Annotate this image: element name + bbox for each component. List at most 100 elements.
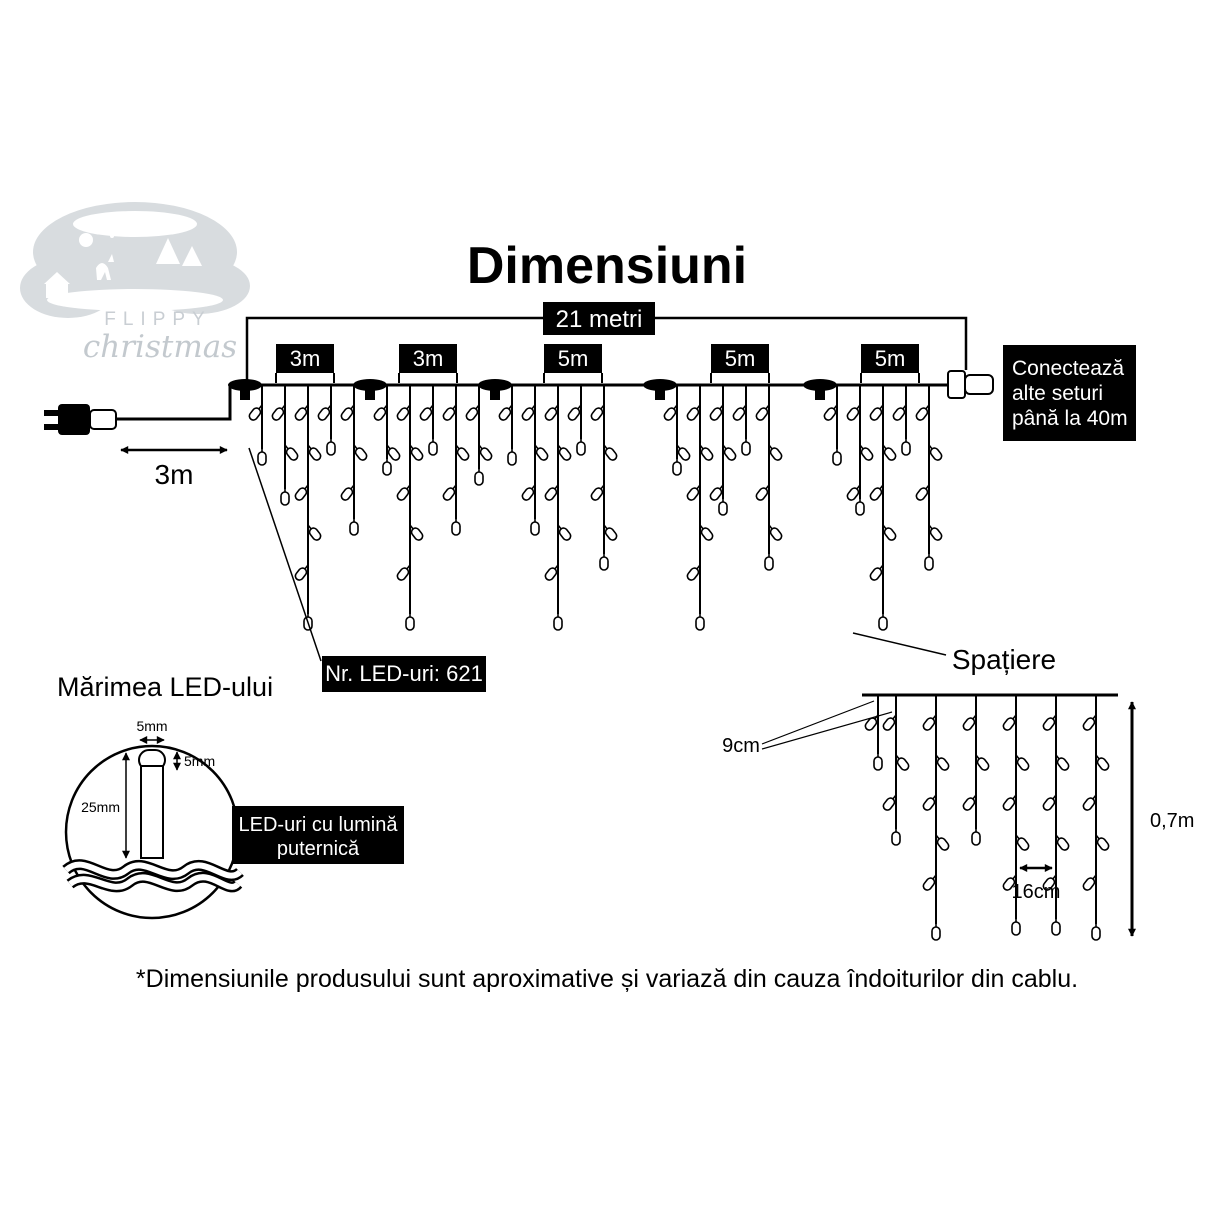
led-bulb-icon [869, 404, 884, 421]
icicle-drop [686, 385, 714, 631]
led-bulb-icon [676, 444, 691, 461]
lead-length-label: 3m [155, 459, 194, 490]
led-bulb-icon [557, 524, 572, 541]
icicle-drop [1042, 695, 1070, 936]
led-bulb-icon [741, 437, 751, 456]
connector-icon [643, 379, 677, 400]
led-bulb-icon [409, 444, 424, 461]
led-note-line: LED-uri cu lumină [239, 814, 399, 836]
led-bulb-icon [1042, 874, 1057, 891]
led-bulb-icon [419, 404, 434, 421]
led-bulb-icon [922, 874, 937, 891]
led-bulb-icon [931, 922, 941, 941]
drop-length-label: 0,7m [1150, 810, 1194, 832]
led-bulb-body [140, 765, 164, 859]
connect-note-box [1003, 345, 1136, 441]
icicle-drop [419, 385, 438, 456]
led-count-label: Nr. LED-uri: 621 [325, 661, 483, 686]
led-bulb-icon [924, 552, 934, 571]
led-bulb-icon [718, 497, 728, 516]
led-bulb-icon [1051, 917, 1061, 936]
led-bulb-icon [882, 524, 897, 541]
twisted-wire-icon [62, 859, 244, 893]
led-bulb-icon [709, 484, 724, 501]
led-bulb-icon [891, 827, 901, 846]
icicle-drop [465, 385, 493, 486]
connect-note-line: alte seturi [1012, 382, 1103, 405]
logo-star-icon [158, 230, 162, 234]
led-note-box [232, 806, 404, 864]
led-bulb-icon [373, 404, 388, 421]
led-bulb-icon [317, 404, 332, 421]
led-note: LED-uri cu lumină puternică [232, 806, 404, 864]
led-bulb-icon [474, 467, 484, 486]
drop-spacing-label: 9cm [722, 735, 760, 757]
led-bulb-icon [557, 444, 572, 461]
led-bulb-icon [859, 444, 874, 461]
icicle-drop [823, 385, 842, 466]
led-bulb-icon [928, 524, 943, 541]
logo-flippy-christmas: FLIPPY christmas [20, 202, 250, 365]
led-bulb-icon [922, 794, 937, 811]
bulb-spacing-label: 16cm [1012, 881, 1061, 903]
led-bulb-icon [722, 444, 737, 461]
section-label-text: 5m [875, 346, 906, 371]
led-bulb-icon [1002, 874, 1017, 891]
icicle-drop [590, 385, 618, 571]
led-bulb-icon [442, 484, 457, 501]
icicle-drop [294, 385, 322, 631]
main-icicle-drops [248, 385, 943, 631]
icicle-drop [1082, 695, 1110, 941]
led-bulb-icon [465, 404, 480, 421]
icicle-drop [248, 385, 267, 466]
led-bulb-icon [895, 754, 910, 771]
led-bulb-icon [699, 524, 714, 541]
led-bulb-icon [307, 524, 322, 541]
section-label-3: 5m [543, 344, 603, 383]
logo-house-icon [44, 272, 70, 298]
led-bulb-icon [882, 794, 897, 811]
led-bulb-icon [962, 714, 977, 731]
icicle-drop [373, 385, 401, 476]
led-bulb-icon [768, 524, 783, 541]
led-bulb-icon [764, 552, 774, 571]
section-label-5: 5m [860, 344, 920, 383]
dim-label-width: 5mm [136, 718, 167, 734]
led-note-line: puternică [277, 838, 360, 860]
led-bulb-icon [567, 404, 582, 421]
led-bulb-icon [855, 497, 865, 516]
led-bulb-icon [699, 444, 714, 461]
led-bulb-icon [280, 487, 290, 506]
led-bulb-icon [1055, 834, 1070, 851]
drop-spacing-pointer [761, 711, 893, 750]
led-bulb-icon [869, 484, 884, 501]
logo-cloud [73, 211, 197, 237]
led-bulb-icon [590, 484, 605, 501]
led-bulb-icon [428, 437, 438, 456]
section-label-text: 5m [725, 346, 756, 371]
icicle-drop [1002, 695, 1030, 936]
led-bulb-icon [882, 714, 897, 731]
icicle-drop [544, 385, 572, 631]
icicle-drop [340, 385, 368, 536]
led-bulb-icon [755, 484, 770, 501]
led-bulb-icon [832, 447, 842, 466]
connect-note-line: Conectează [1012, 357, 1124, 380]
icicle-drop [922, 695, 950, 941]
led-bulb-icon [576, 437, 586, 456]
logo-star-icon [110, 234, 114, 238]
icicle-drop [521, 385, 549, 536]
dim-label-height: 25mm [81, 799, 120, 815]
spacing-pointer-line [852, 632, 947, 656]
led-bulb-icon [599, 552, 609, 571]
led-bulb-icon [1002, 794, 1017, 811]
led-bulb-icon [962, 794, 977, 811]
led-bulb-icon [672, 457, 682, 476]
led-bulb-icon [1015, 754, 1030, 771]
led-bulb-icon [534, 444, 549, 461]
led-bulb-icon [294, 404, 309, 421]
icicle-drop [498, 385, 517, 466]
led-bulb-icon [294, 484, 309, 501]
led-bulb-icon [1015, 834, 1030, 851]
